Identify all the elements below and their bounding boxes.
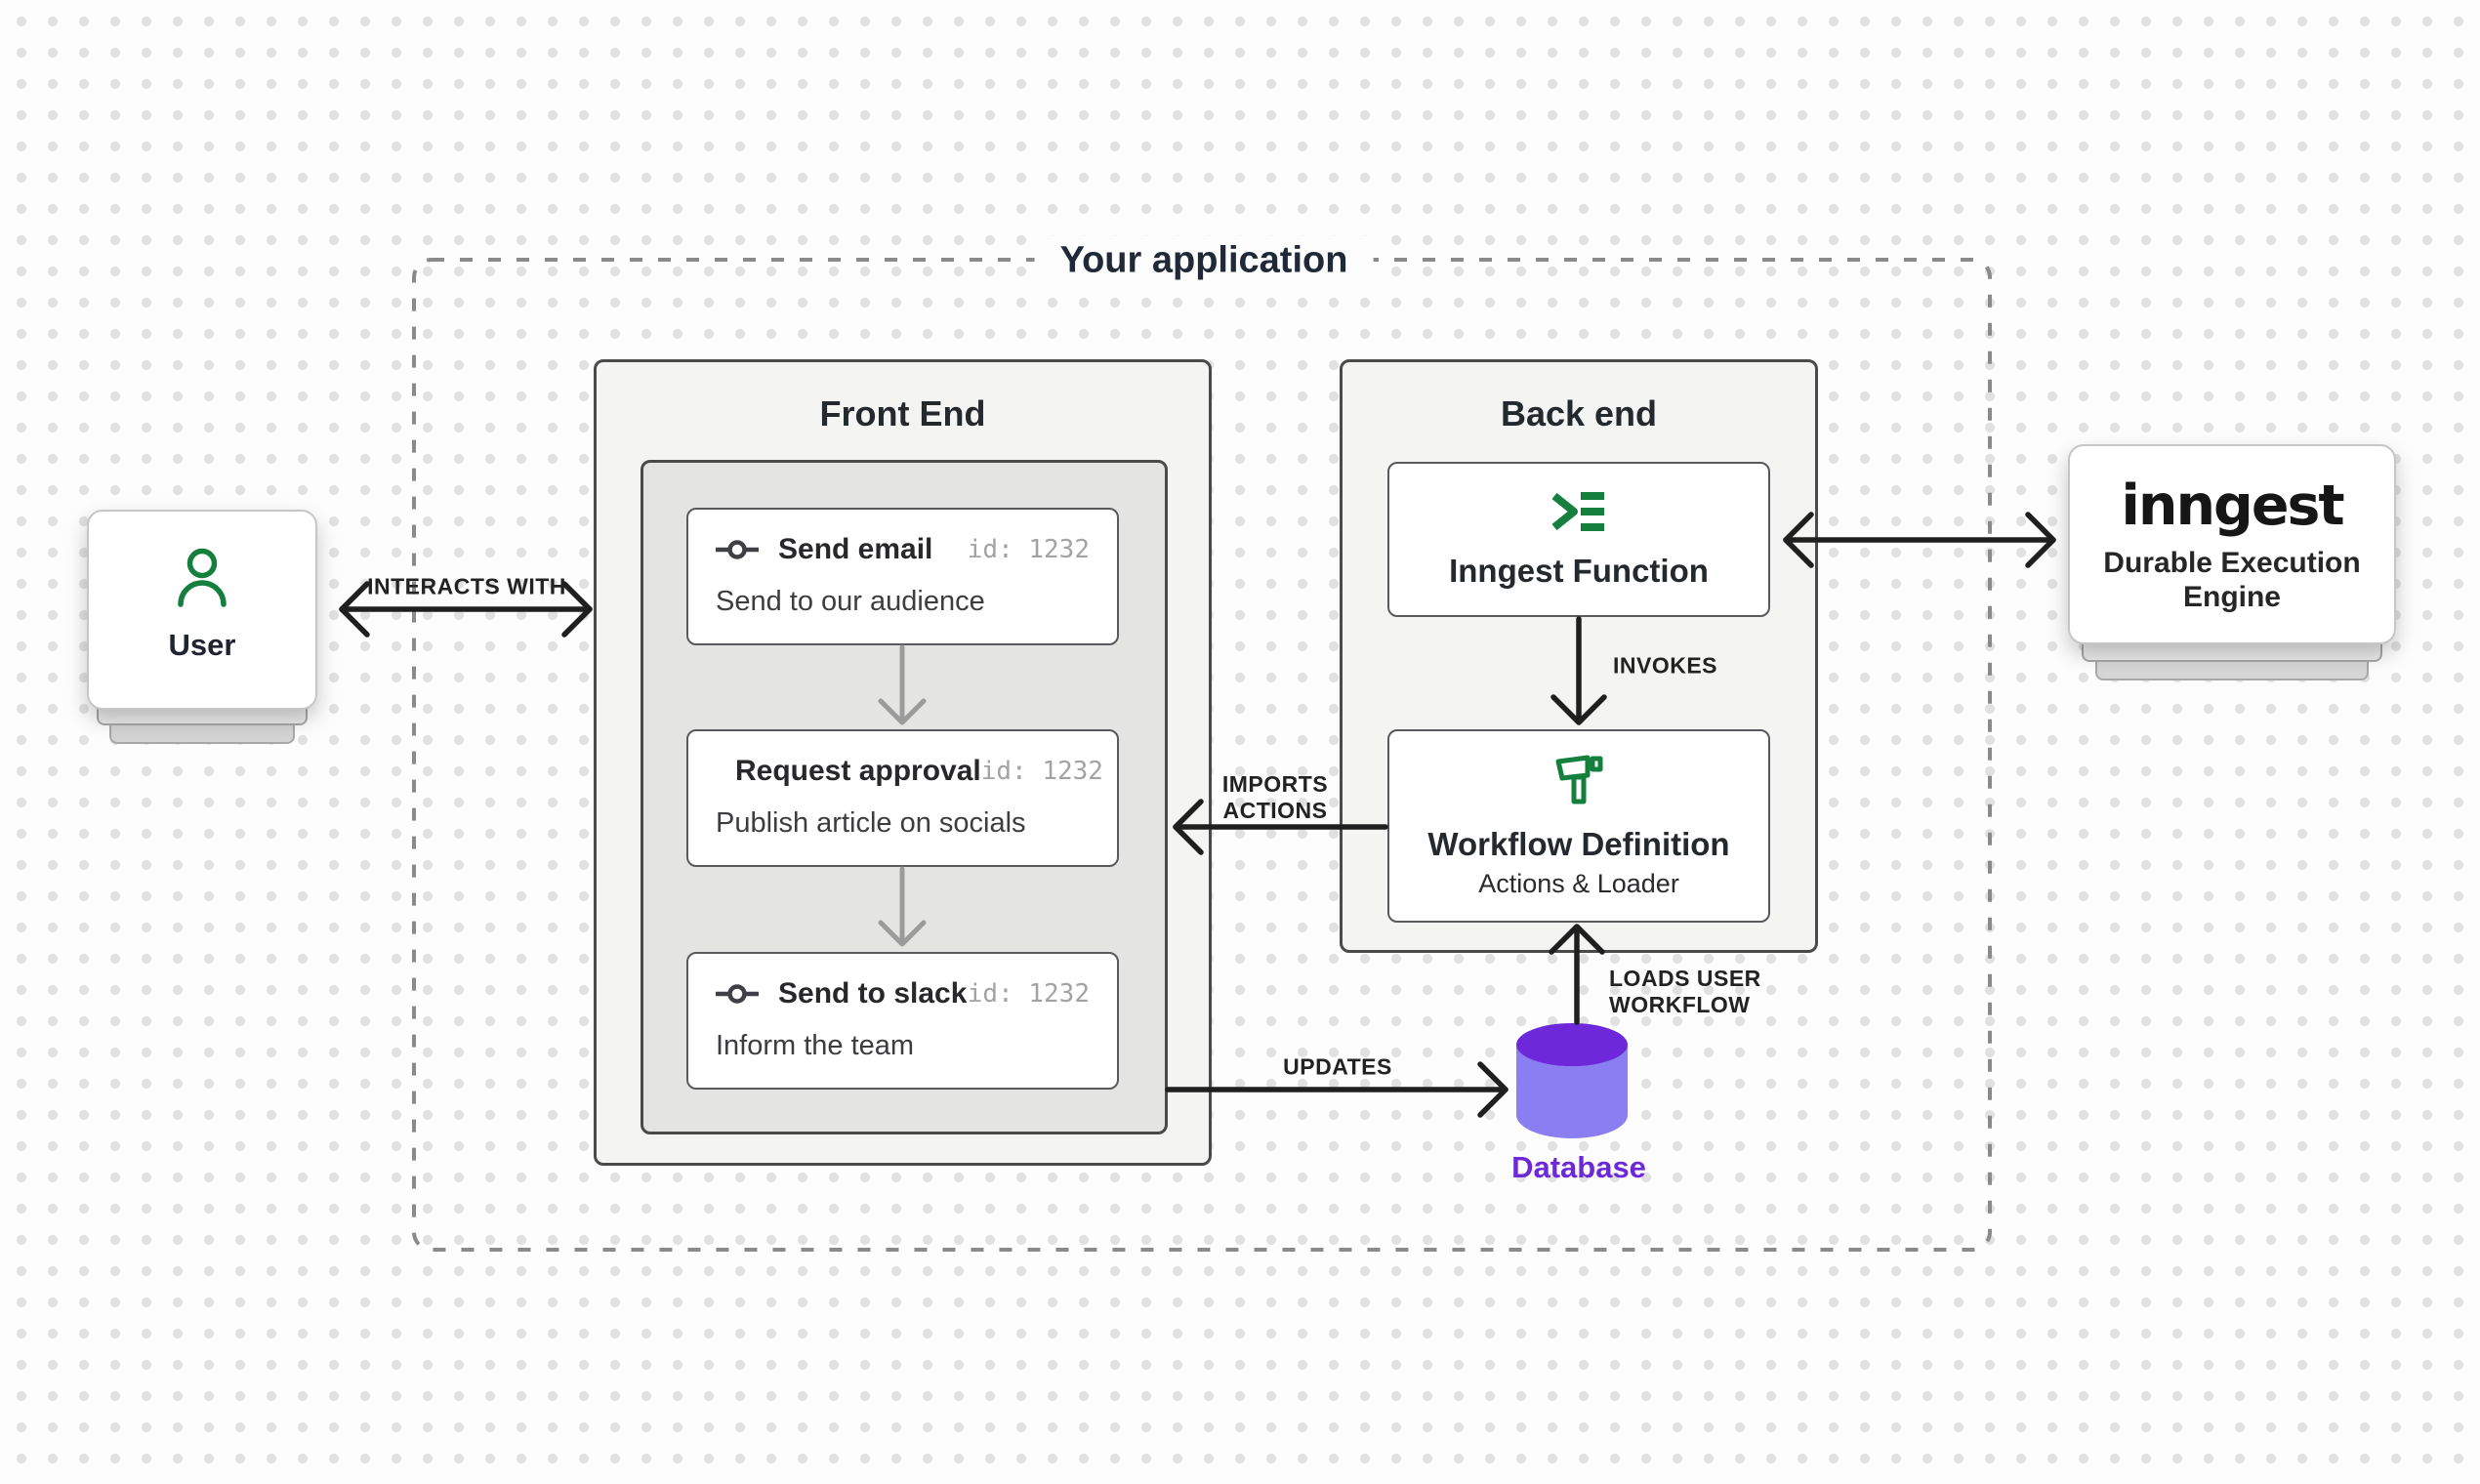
step-id: id: 1232 [967, 979, 1090, 1009]
edge-label-updates: UPDATES [1283, 1053, 1392, 1080]
edge-label-loads-line2: WORKFLOW [1609, 992, 1751, 1017]
step-id: id: 1232 [967, 535, 1090, 564]
engine-subtitle: Durable Execution Engine [2103, 547, 2361, 614]
workflow-step-card: Request approval id: 1232 Publish articl… [686, 729, 1119, 867]
edge-label-interacts-with: INTERACTS WITH [367, 573, 566, 599]
engine-sync-arrow [1783, 512, 2056, 568]
database-label: Database [1511, 1150, 1646, 1184]
step-title: Request approval [735, 755, 981, 787]
edge-label-invokes: INVOKES [1613, 652, 1718, 679]
user-node-label: User [168, 628, 236, 662]
step-description: Send to our audience [716, 586, 985, 617]
database-icon [1516, 1023, 1628, 1138]
terminal-list-icon [1551, 492, 1604, 531]
front-end-title: Front End [819, 393, 986, 433]
edge-label-imports-actions: IMPORTS ACTIONS [1222, 771, 1328, 824]
inngest-engine-node: inngest Durable Execution Engine [2068, 444, 2396, 644]
edge-label-imports-line1: IMPORTS [1221, 771, 1329, 797]
edge-label-imports-line2: ACTIONS [1222, 798, 1328, 823]
step-title: Send to slack [778, 977, 968, 1010]
workflow-definition-subtitle: Actions & Loader [1478, 869, 1679, 898]
step-id: id: 1232 [980, 757, 1103, 786]
inngest-function-card: Inngest Function [1387, 462, 1770, 617]
edge-label-loads-line1: LOADS USER [1609, 966, 1761, 991]
workflow-definition-title: Workflow Definition [1427, 826, 1730, 862]
step-description: Inform the team [716, 1030, 915, 1061]
workflow-definition-card: Workflow Definition Actions & Loader [1387, 729, 1770, 923]
hammer-icon [1555, 755, 1603, 804]
application-container-title: Your application [1034, 235, 1374, 286]
person-icon [178, 548, 227, 607]
step-title: Send email [778, 533, 933, 565]
edge-label-loads-user-workflow: LOADS USER WORKFLOW [1609, 966, 1761, 1018]
step-description: Publish article on socials [716, 807, 1026, 839]
commit-node-icon [716, 984, 759, 1004]
inngest-logo: inngest [2121, 474, 2344, 538]
commit-node-icon [716, 540, 759, 559]
workflow-step-card: Send email id: 1232 Send to our audience [686, 508, 1119, 645]
workflow-step-card: Send to slack id: 1232 Inform the team [686, 952, 1119, 1090]
back-end-title: Back end [1500, 393, 1658, 433]
user-node: User [87, 510, 317, 710]
inngest-function-title: Inngest Function [1449, 553, 1709, 589]
